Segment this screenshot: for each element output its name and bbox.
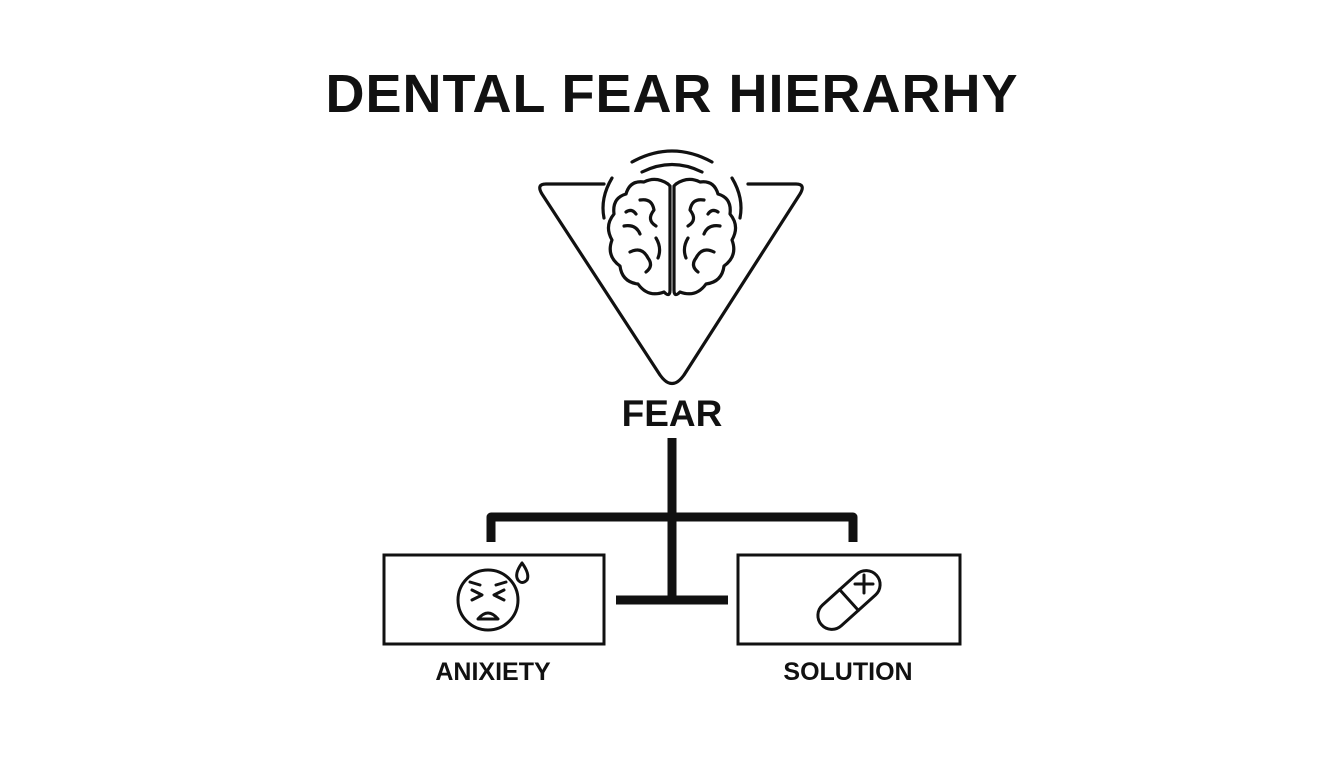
diagram-title: DENTAL FEAR HIERARHY — [325, 64, 1019, 124]
fear-label: FEAR — [621, 393, 723, 434]
pill-icon — [816, 569, 882, 631]
solution-label: SOLUTION — [783, 658, 913, 686]
connector-lines — [486, 438, 858, 605]
anxiety-label: ANIXIETY — [435, 658, 551, 686]
branch-bar — [486, 512, 858, 542]
anxious-face-icon — [456, 561, 530, 632]
brain-icon — [601, 149, 743, 297]
fear-triangle — [538, 182, 804, 386]
